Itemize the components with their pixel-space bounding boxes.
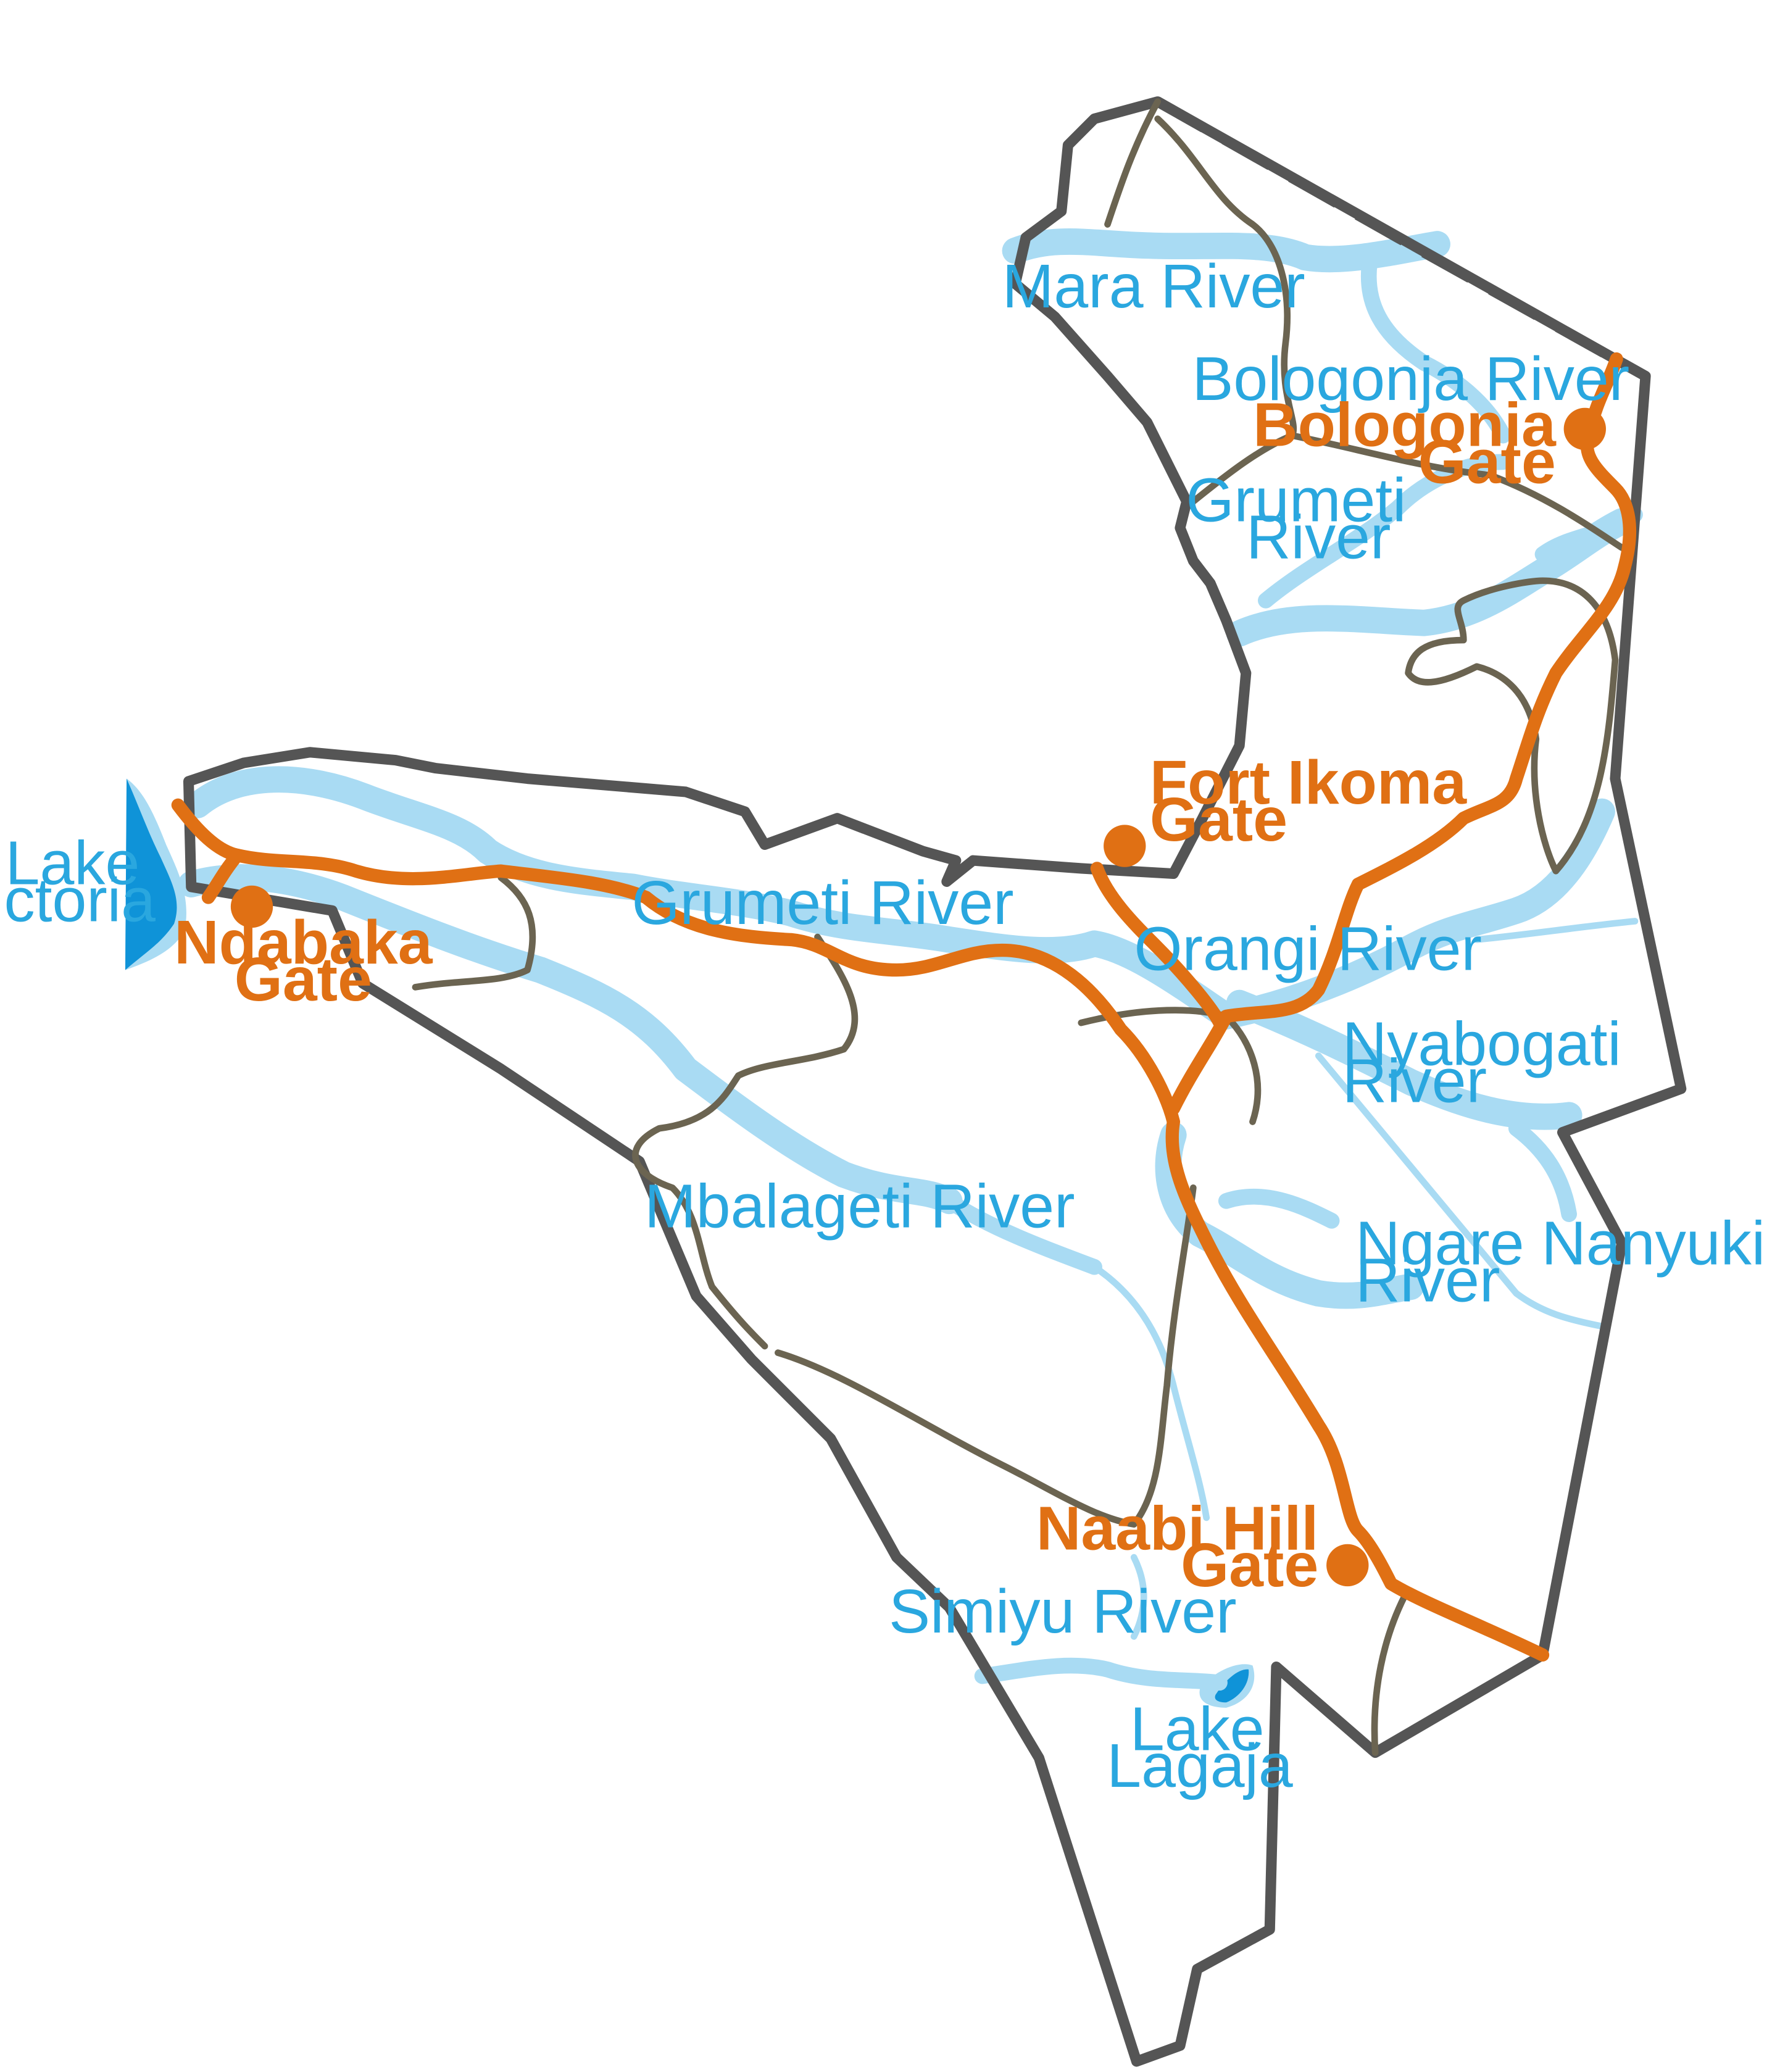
- ndabaka-gate-label-1: Ndabaka: [174, 908, 433, 977]
- lake-lagaja: [1215, 1669, 1249, 1703]
- road-ndabaka-spur: [201, 848, 244, 904]
- lake-lagaja-label-2: Lagaja: [1107, 1731, 1293, 1800]
- ndabaka-gate-marker: [230, 885, 273, 928]
- kenya-border: [1155, 97, 1649, 381]
- bologonia-gate-label-1: Bologonia: [1253, 391, 1557, 460]
- bologonia-gate-label-2: Gate: [1418, 428, 1556, 497]
- roads: [171, 352, 1637, 1662]
- simiyu-river-branch: [1130, 1554, 1147, 1640]
- naabi-hill-gate-label-2: Gate: [1181, 1531, 1318, 1600]
- naabi-hill-gate-marker: [1326, 1544, 1369, 1587]
- lake-lagaja-label-1: Lake: [1130, 1694, 1265, 1763]
- track-central-west: [632, 933, 859, 1350]
- park-boundary: [183, 96, 1687, 2067]
- fort-ikoma-gate-label-2: Gate: [1150, 785, 1287, 854]
- grumeti-north-label-1: Grumeti: [1186, 466, 1406, 535]
- grumeti-north-river: [1226, 508, 1636, 647]
- nyabogati-label-2: River: [1342, 1046, 1487, 1115]
- track-north-c: [1190, 432, 1625, 551]
- bologonja-river-label: Bologonja River: [1192, 344, 1629, 414]
- ngare-nanyuki-branch: [1218, 1188, 1340, 1229]
- ngare-nanyuki-thin: [1315, 1052, 1605, 1330]
- mbalageti-river-lower: [941, 1192, 1102, 1275]
- mbalageti-river-label: Mbalageti River: [644, 1172, 1075, 1241]
- naabi-hill-gate-label-1: Naabi Hill: [1036, 1494, 1318, 1563]
- lake-victoria-label-1: Lake: [6, 829, 140, 898]
- mbalageti-river: [178, 864, 963, 1215]
- simiyu-river: [974, 1657, 1228, 1691]
- road-north-east: [1167, 352, 1637, 1115]
- track-north-b: [1154, 115, 1297, 439]
- main-road-west: [171, 798, 1550, 1662]
- track-east-loop: [1405, 577, 1619, 875]
- grumeti-north-label-2: River: [1246, 502, 1391, 572]
- track-west-loop: [412, 874, 536, 991]
- road-fort-ikoma: [1090, 862, 1226, 1030]
- nyabogati-branch: [1508, 1120, 1578, 1222]
- orangi-river-tail: [1473, 918, 1639, 943]
- nyabogati-river: [1226, 989, 1582, 1130]
- grumeti-west-river: [185, 766, 1240, 1030]
- ngare-nanyuki-label-1: Ngare Nanyuki: [1355, 1209, 1765, 1278]
- nyabogati-label-1: Nyabogati: [1342, 1010, 1621, 1079]
- simiyu-river-label: Simiyu River: [889, 1577, 1236, 1646]
- fort-ikoma-gate-label-1: Fort Ikoma: [1150, 748, 1467, 817]
- bologonja-river: [1360, 245, 1512, 444]
- ndabaka-gate-label-2: Gate: [235, 945, 372, 1014]
- ngare-nanyuki-label-2: River: [1355, 1246, 1500, 1315]
- ngare-nanyuki-river: [1155, 1121, 1424, 1309]
- lake-victoria-label-2: Victoria: [0, 865, 156, 934]
- fort-ikoma-gate-marker: [1104, 825, 1146, 867]
- orangi-river-label: Orangi River: [1134, 915, 1481, 984]
- mbalageti-thin: [1091, 1263, 1210, 1521]
- bologonia-gate-marker: [1563, 407, 1607, 451]
- mara-river-label: Mara River: [1002, 252, 1305, 321]
- track-southeast: [1371, 1593, 1408, 1756]
- grumeti-north-branch: [1258, 454, 1512, 609]
- track-central-south: [775, 1184, 1197, 1528]
- lake-victoria: [125, 778, 177, 970]
- track-north-a: [1104, 98, 1162, 228]
- grumeti-west-label: Grumeti River: [631, 868, 1013, 938]
